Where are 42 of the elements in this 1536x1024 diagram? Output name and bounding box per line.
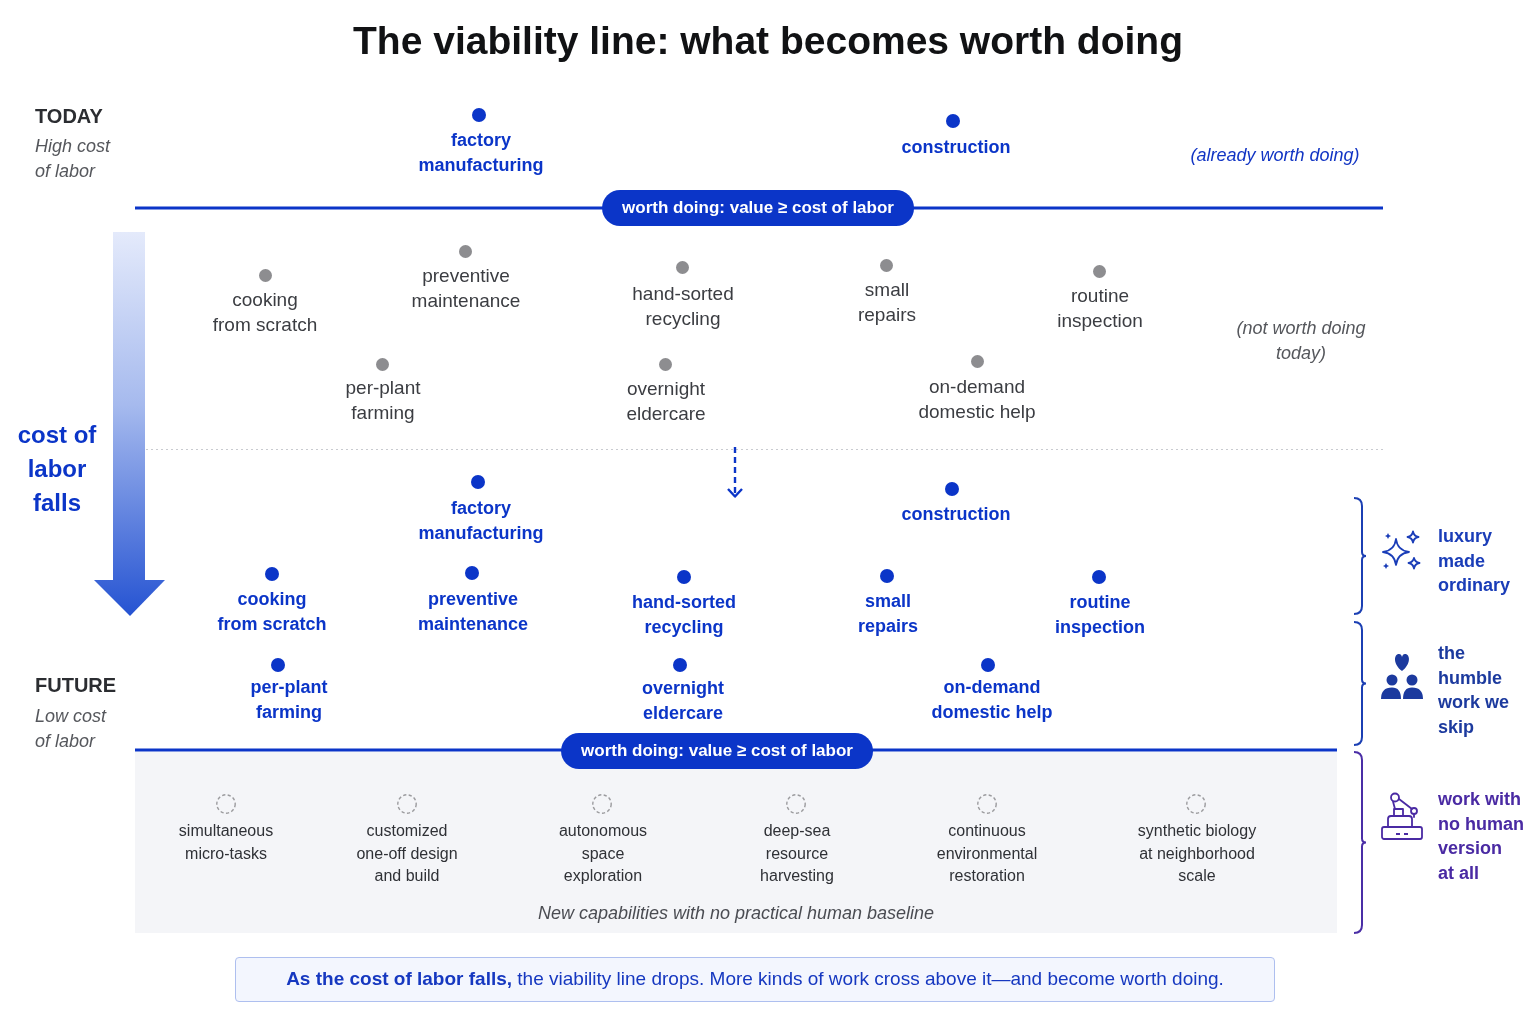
task-label: on-demand domestic help xyxy=(931,676,1053,724)
band-caption: New capabilities with no practical human baseline xyxy=(537,902,935,925)
threshold-pill: worth doing: value ≥ cost of labor xyxy=(561,733,873,769)
category-label: work with no human version at all xyxy=(1438,788,1524,885)
task-label: per-plant farming xyxy=(345,376,421,425)
task-label: factory manufacturing xyxy=(418,129,544,177)
task-label: hand-sorted recycling xyxy=(632,282,734,331)
task-label: routine inspection xyxy=(1057,284,1143,333)
threshold-pill: worth doing: value ≥ cost of labor xyxy=(602,190,914,226)
task-label: cooking from scratch xyxy=(217,588,327,636)
capability-label: deep-sea resource harvesting xyxy=(760,821,834,886)
period-subtitle: High cost of labor xyxy=(35,135,111,183)
period-subtitle: Low cost of labor xyxy=(35,705,107,753)
task-label: hand-sorted recycling xyxy=(632,591,736,639)
summary-text: As the cost of labor falls, the viability line drops. More kinds of work cross above it—and become worth doing. xyxy=(286,967,1224,992)
task-label: preventive maintenance xyxy=(418,588,528,636)
task-label: factory manufacturing xyxy=(418,497,544,545)
capability-label: customized one-off design and build xyxy=(356,821,458,886)
category-label: luxury made ordinary xyxy=(1438,525,1511,597)
axis-label: cost of labor falls xyxy=(17,420,97,518)
capability-label: synthetic biology at neighborhood scale xyxy=(1137,821,1257,886)
status-note: (already worth doing) xyxy=(1190,144,1360,167)
task-label: construction xyxy=(901,136,1011,159)
task-label: cooking from scratch xyxy=(212,288,318,337)
task-label: overnight eldercare xyxy=(642,677,724,725)
period-heading: FUTURE xyxy=(35,673,117,697)
task-label: overnight eldercare xyxy=(626,377,706,426)
capability-label: continuous environmental restoration xyxy=(936,821,1038,886)
task-label: on-demand domestic help xyxy=(918,375,1036,424)
capability-label: simultaneous micro-tasks xyxy=(178,821,274,864)
category-label: the humble work we skip xyxy=(1438,642,1510,739)
task-label: construction xyxy=(901,503,1011,526)
diagram-title: The viability line: what becomes worth doing xyxy=(353,18,1183,64)
task-label: small repairs xyxy=(857,278,917,327)
task-label: preventive maintenance xyxy=(411,264,521,313)
task-label: small repairs xyxy=(858,590,918,638)
period-heading: TODAY xyxy=(35,104,103,128)
capability-label: autonomous space exploration xyxy=(558,821,648,886)
task-label: routine inspection xyxy=(1055,591,1145,639)
summary-box xyxy=(235,957,1275,1002)
task-label: per-plant farming xyxy=(250,676,328,724)
status-note: (not worth doing today) xyxy=(1236,317,1366,365)
